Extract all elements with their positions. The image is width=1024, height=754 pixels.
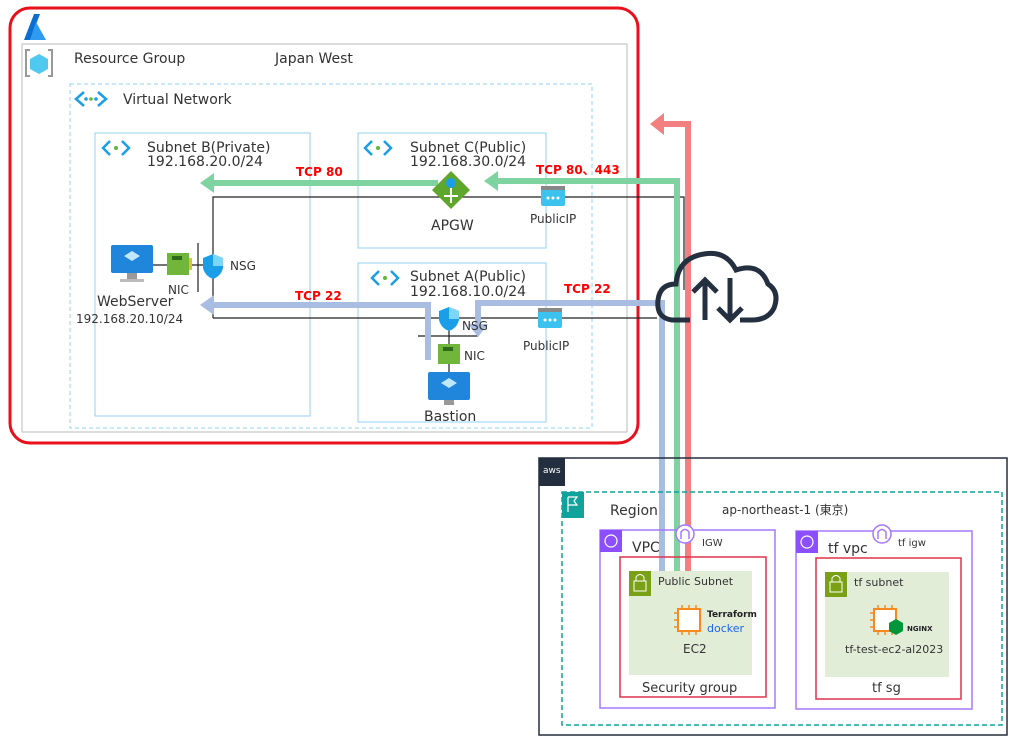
webserver-label: WebServer [97,294,174,310]
public-ip-icon [541,186,565,206]
public-subnet-label: Public Subnet [658,575,734,588]
region-box [561,491,1003,726]
blue-flow [212,300,665,597]
subnet-a-cidr: 192.168.10.0/24 [410,284,526,300]
igw-label: IGW [702,538,723,549]
lock-icon [825,572,847,597]
igw-icon [675,524,695,544]
aws-cloud-box [538,457,1008,736]
bastion-label: Bastion [424,409,476,425]
ec2-chip-icon [674,605,701,635]
resource-group-box [21,43,628,433]
lock-icon [629,571,651,596]
vnet-icon [74,91,108,107]
resource-group-icon [25,49,53,77]
region-flag-icon [562,492,584,518]
tf-vpc-name: tf vpc [828,541,868,557]
nsg-label: NSG [230,259,256,273]
igw-icon [872,524,892,544]
public-ip-a-label: PublicIP [523,339,569,353]
vm-icon [111,245,153,282]
tf-sg-box [815,557,962,700]
subnet-b-cidr: 192.168.20.0/24 [147,154,263,170]
azure-logo [24,14,46,40]
nginx-icon [889,619,903,635]
bastion-nic-label: NIC [464,349,485,363]
internet-cloud-icon [655,250,779,324]
red-flow [662,121,691,597]
vpc-cloud-icon [600,530,622,552]
subnet-icon [370,270,400,286]
nsg-shield-icon [203,254,223,279]
flow-label-tcp80: TCP 80 [296,165,343,179]
vnet-label: Virtual Network [123,92,233,108]
vm-icon [428,372,470,405]
red-arrowhead [650,113,664,135]
tf-subnet-label: tf subnet [854,576,904,589]
terraform-logo: Terraform [707,610,757,620]
azure-boundary [8,6,640,445]
subnet-a-name: Subnet A(Public) [410,269,526,285]
resource-group-label: Resource Group [74,51,185,67]
security-group-label: Security group [642,681,737,696]
nic-icon [167,253,192,275]
vpc-name: VPC [632,540,660,556]
flow-label-tcp22-left: TCP 22 [295,289,342,303]
subnet-icon [101,140,131,156]
subnet-c-name: Subnet C(Public) [410,140,526,156]
docker-logo: docker [707,622,745,635]
subnet-c-cidr: 192.168.30.0/24 [410,154,526,170]
vpc-cloud-icon [796,531,818,553]
flow-label-tcp80-443: TCP 80、443 [536,163,620,177]
subnet-b-name: Subnet B(Private) [147,140,270,156]
azure-region-label: Japan West [274,51,353,67]
public-ip-icon [538,308,562,328]
application-gateway-icon [432,171,470,209]
nic-label: NIC [168,283,189,297]
nsg-shield-icon [439,307,459,331]
aws-logo-text: aws [543,466,561,476]
nginx-logo: NGINX [907,625,933,633]
apgw-label: APGW [431,218,474,234]
public-ip-c-label: PublicIP [530,212,576,226]
webserver-ip: 192.168.20.10/24 [76,312,183,326]
bastion-nsg-label: NSG [462,319,488,333]
subnet-b-box [94,132,311,417]
flow-label-tcp22-right: TCP 22 [564,282,611,296]
region-name: ap-northeast-1 (東京) [722,503,848,517]
security-group-box [619,556,767,698]
aws-logo [539,458,565,486]
subnet-icon [363,140,393,156]
tf-igw-label: tf igw [898,538,926,549]
tf-sg-label: tf sg [872,681,901,696]
subnet-a-box [357,262,547,423]
nic-icon [438,344,460,364]
ec2-label: EC2 [683,642,707,656]
vnet-box [69,83,593,429]
tf-instance-label: tf-test-ec2-al2023 [845,643,943,656]
region-label: Region [610,503,658,519]
